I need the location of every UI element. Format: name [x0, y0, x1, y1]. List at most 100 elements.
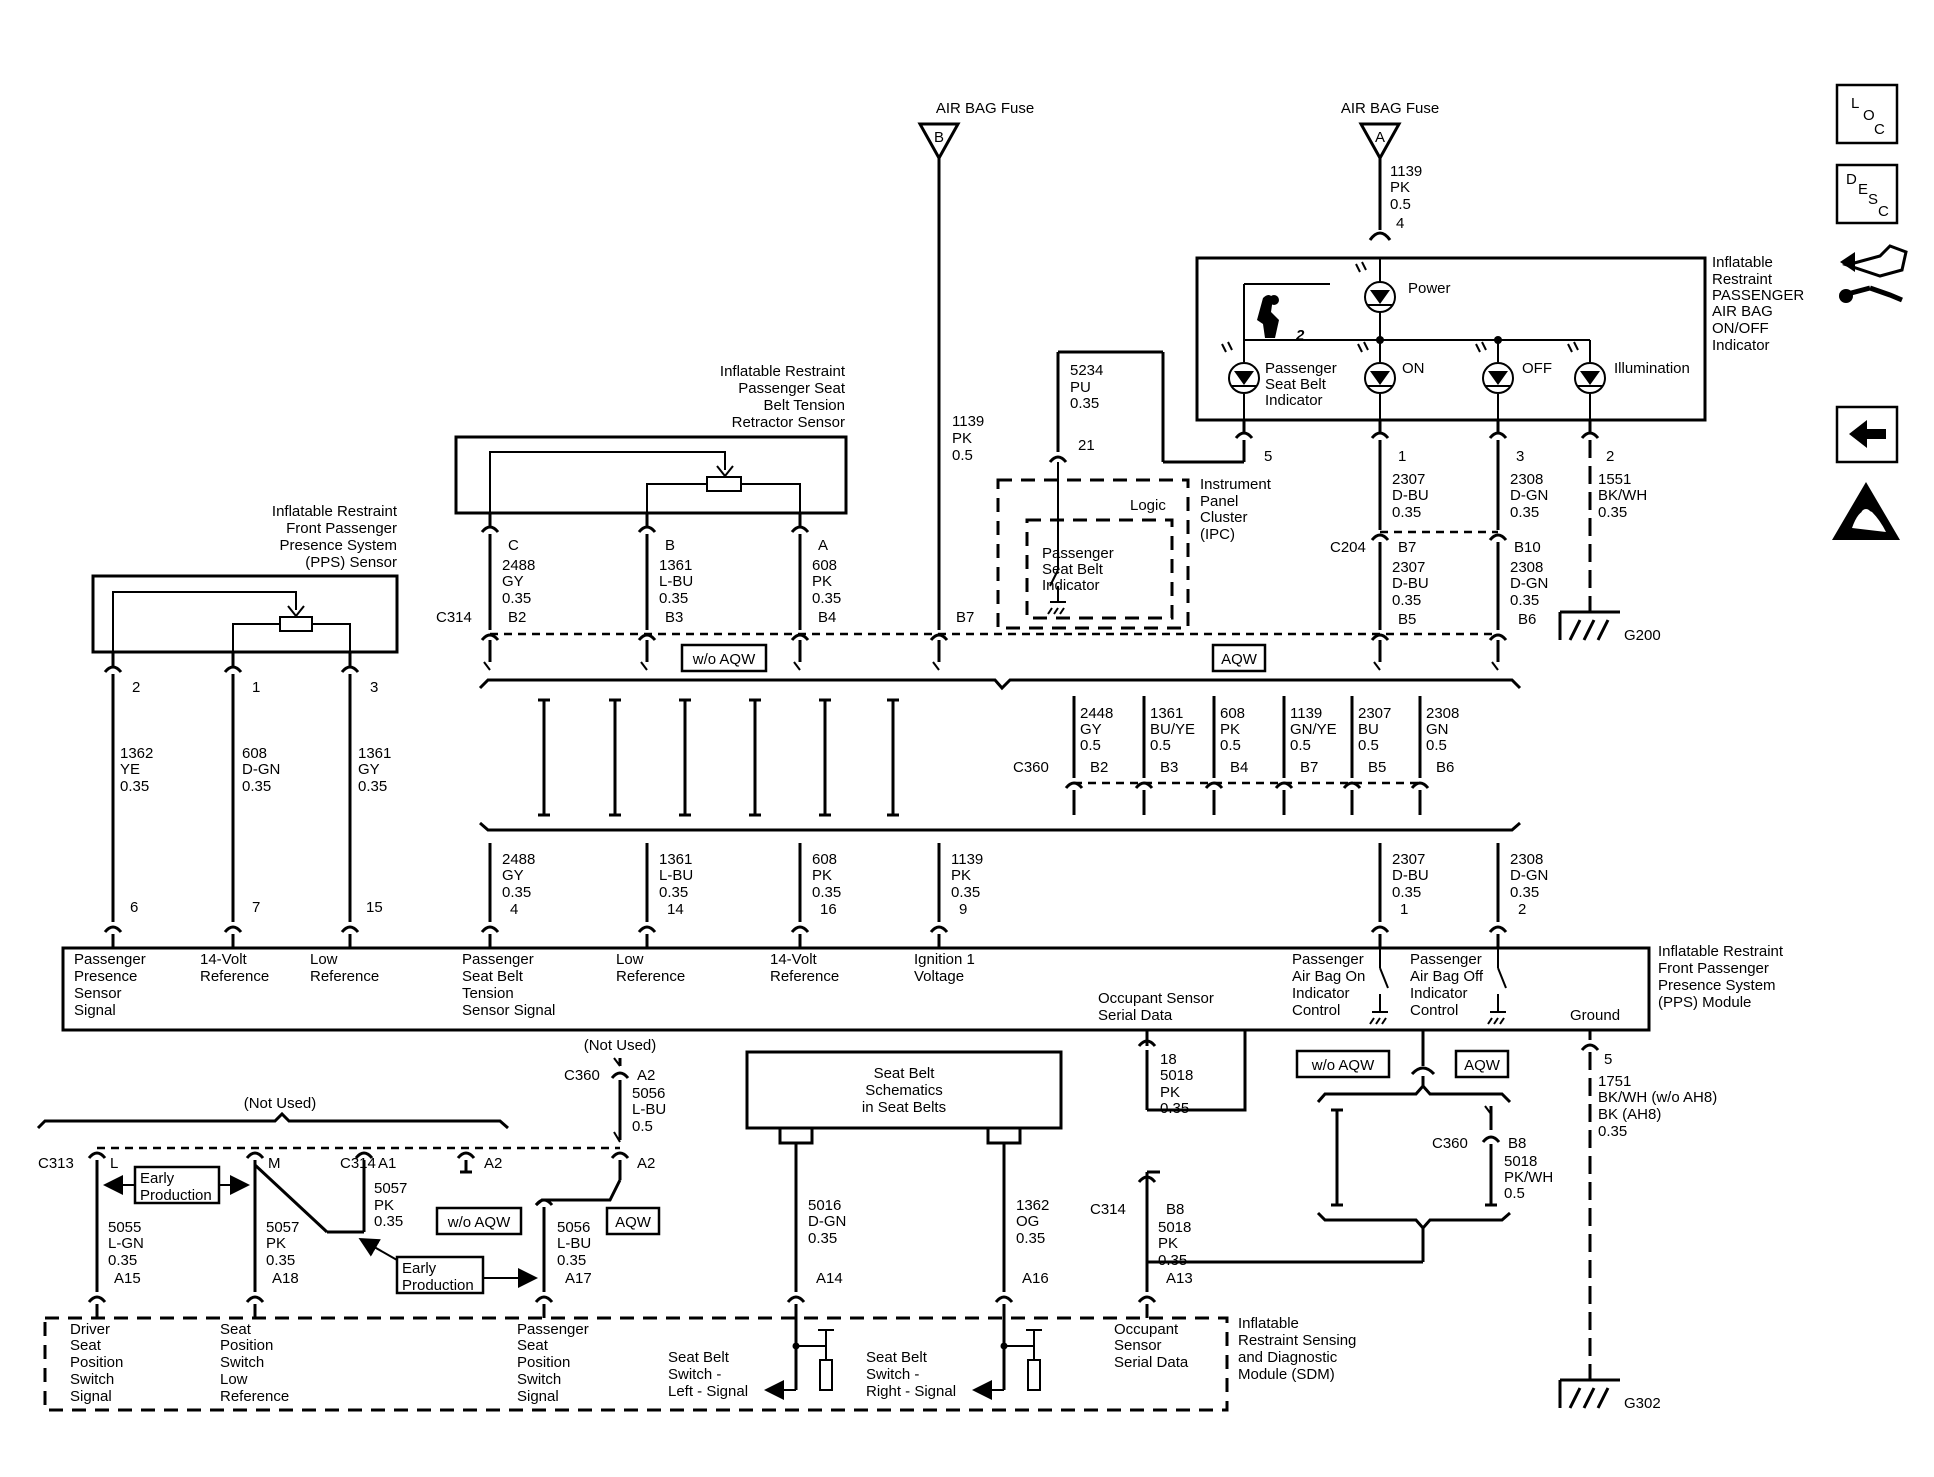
wire-retractor-a: A 608 PK 0.35 B4	[790, 513, 841, 630]
illumination-label: Illumination	[1614, 360, 1690, 377]
svg-text:1361: 1361	[659, 557, 692, 574]
svg-text:B8: B8	[1508, 1135, 1526, 1152]
svg-text:D: D	[1846, 171, 1857, 188]
ign-pin-b7: B7	[956, 609, 974, 626]
svg-text:G200: G200	[1624, 627, 1661, 644]
svg-text:Control: Control	[1292, 1002, 1340, 1019]
desc-button[interactable]: D E S C	[1835, 163, 1899, 225]
svg-text:Switch -: Switch -	[668, 1366, 721, 1383]
svg-text:S: S	[1868, 191, 1878, 208]
ipc-box	[996, 478, 1190, 630]
svg-text:16: 16	[820, 901, 837, 918]
c204-off: B10 2308 D-GN 0.35 B6	[1510, 539, 1548, 628]
svg-text:1139: 1139	[952, 413, 984, 430]
svg-text:Reference: Reference	[616, 968, 685, 985]
svg-text:15: 15	[366, 899, 383, 916]
svg-text:Sensor: Sensor	[74, 985, 122, 1002]
svg-text:C314: C314	[1090, 1201, 1126, 1218]
svg-text:Seat Belt: Seat Belt	[1042, 561, 1104, 578]
svg-text:0.35: 0.35	[1598, 504, 1627, 521]
power-led-icon	[1355, 261, 1396, 313]
svg-text:2307: 2307	[1358, 705, 1391, 722]
svg-text:5018: 5018	[1504, 1153, 1537, 1170]
svg-text:Indicator: Indicator	[1410, 985, 1468, 1002]
wo-aqw-label-bottom: w/o AQW	[435, 1206, 523, 1236]
c314-label: C314	[436, 609, 472, 626]
svg-text:0.35: 0.35	[812, 590, 841, 607]
seatbelt-indicator-icon: 2	[1257, 295, 1305, 344]
svg-text:4: 4	[510, 901, 518, 918]
svg-text:Early: Early	[402, 1260, 437, 1277]
svg-text:B7: B7	[1300, 759, 1318, 776]
sdm-pin-3: Passenger Seat Position Switch Signal	[517, 1321, 589, 1405]
svg-text:L-GN: L-GN	[108, 1235, 144, 1252]
svg-text:Reference: Reference	[220, 1388, 289, 1405]
wire-ipc: 5234 PU 0.35 21	[1070, 362, 1103, 454]
sdm-pin-4: Seat Belt Switch - Left - Signal	[668, 1349, 748, 1400]
seatbelt-schematics-box[interactable]	[745, 1050, 1063, 1130]
wo-aqw-label-mid: w/o AQW	[1295, 1049, 1391, 1079]
svg-text:Passenger: Passenger	[74, 951, 146, 968]
svg-text:2308: 2308	[1426, 705, 1459, 722]
svg-text:M: M	[268, 1155, 281, 1172]
back-button[interactable]	[1835, 405, 1899, 464]
svg-text:Passenger: Passenger	[517, 1321, 589, 1338]
svg-text:0.35: 0.35	[812, 884, 841, 901]
svg-text:608: 608	[242, 745, 267, 762]
svg-text:Air Bag On: Air Bag On	[1292, 968, 1365, 985]
svg-text:BU/YE: BU/YE	[1150, 721, 1195, 738]
pps-pin-2: 14-Volt Reference	[200, 951, 269, 985]
svg-text:PK: PK	[952, 430, 972, 447]
svg-text:A15: A15	[114, 1270, 141, 1287]
svg-text:AQW: AQW	[1464, 1057, 1501, 1074]
svg-text:B10: B10	[1514, 539, 1541, 556]
svg-text:0.35: 0.35	[1160, 1100, 1189, 1117]
svg-text:2: 2	[1606, 448, 1614, 465]
svg-text:5057: 5057	[374, 1180, 407, 1197]
svg-text:608: 608	[1220, 705, 1245, 722]
svg-text:Presence System: Presence System	[1658, 977, 1776, 994]
wire-c314-b8: C314 B8 5018 PK 0.35 A13	[1090, 1170, 1423, 1318]
svg-text:608: 608	[812, 851, 837, 868]
svg-text:Serial Data: Serial Data	[1114, 1354, 1189, 1371]
svg-text:Position: Position	[220, 1337, 273, 1354]
svg-text:PK: PK	[812, 573, 832, 590]
svg-text:B3: B3	[1160, 759, 1178, 776]
esd-warning-icon[interactable]	[1832, 482, 1900, 540]
svg-text:Front Passenger: Front Passenger	[286, 520, 397, 537]
service-tool-icon[interactable]	[1839, 244, 1908, 303]
pps-pin-11: Ground	[1570, 1007, 1620, 1024]
loc-button[interactable]: L O C	[1835, 83, 1899, 145]
svg-text:Passenger: Passenger	[1265, 360, 1337, 377]
svg-text:2307: 2307	[1392, 471, 1425, 488]
svg-text:OG: OG	[1016, 1213, 1039, 1230]
svg-text:14: 14	[667, 901, 684, 918]
svg-text:Serial Data: Serial Data	[1098, 1007, 1173, 1024]
svg-text:Front Passenger: Front Passenger	[1658, 960, 1769, 977]
svg-text:0.35: 0.35	[808, 1230, 837, 1247]
svg-text:PK: PK	[374, 1197, 394, 1214]
off-label: OFF	[1522, 360, 1552, 377]
svg-text:B2: B2	[1090, 759, 1108, 776]
seatbelt-switch-internals	[764, 1329, 1042, 1400]
svg-text:0.35: 0.35	[1510, 592, 1539, 609]
svg-text:5056: 5056	[557, 1219, 590, 1236]
pps-pin-4: Passenger Seat Belt Tension Sensor Signa…	[462, 951, 555, 1019]
svg-text:Production: Production	[402, 1277, 474, 1294]
wire-c360-b8: C360 B8 5018 PK/WH 0.5	[1432, 1105, 1553, 1207]
svg-text:Restraint: Restraint	[1712, 271, 1773, 288]
pps-module-box	[61, 946, 1651, 1032]
svg-text:Ignition 1: Ignition 1	[914, 951, 975, 968]
svg-text:2: 2	[132, 679, 140, 696]
pps-pin-5: Low Reference	[616, 951, 685, 985]
svg-text:3: 3	[370, 679, 378, 696]
svg-text:1139: 1139	[1390, 163, 1422, 180]
sdm-box	[43, 1316, 1229, 1412]
svg-text:1751: 1751	[1598, 1073, 1631, 1090]
svg-text:0.35: 0.35	[1070, 395, 1099, 412]
wire-retractor-b: B 1361 L-BU 0.35 B3	[637, 513, 693, 630]
svg-text:C313: C313	[38, 1155, 74, 1172]
svg-text:Right - Signal: Right - Signal	[866, 1383, 956, 1400]
svg-text:Passenger: Passenger	[462, 951, 534, 968]
svg-text:5018: 5018	[1160, 1067, 1193, 1084]
